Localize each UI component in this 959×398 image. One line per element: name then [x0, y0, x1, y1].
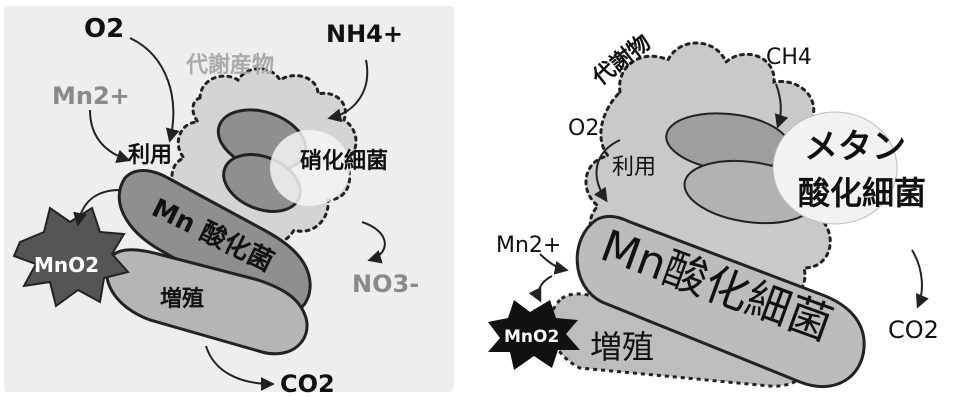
right-arrow-ch4: [774, 83, 789, 129]
right-arrow-mn2: [539, 253, 569, 275]
left-label-nh4: NH4+: [326, 20, 403, 48]
left-arrow-o2: [129, 37, 180, 143]
right-label-use: 利用: [612, 155, 656, 180]
right-label-co2: CO2: [888, 316, 939, 344]
right-arrow-o2: [593, 139, 621, 203]
right-arrow-mno2: [528, 275, 553, 303]
right-methane-highlight: [772, 111, 898, 225]
left-arrow-mno2: [73, 189, 121, 227]
right-label-o2: O2: [568, 116, 599, 141]
left-arrow-mn2: [89, 109, 131, 164]
right-mno2-burst: [488, 300, 580, 370]
right-label-mn2: Mn2+: [496, 233, 561, 258]
left-mn-oxidizer-cell: [117, 169, 312, 316]
right-panel: 代謝物 CH4 O2 利用 メタン 酸化細菌 Mn2+ Mn酸化細菌 MnO2 …: [488, 30, 939, 389]
left-label-growth: 増殖: [160, 286, 204, 312]
left-label-mno2: MnO2: [34, 253, 99, 277]
left-label-mn2: Mn2+: [52, 82, 130, 110]
left-label-no3: NO3-: [352, 270, 419, 298]
right-label-methane-line2: 酸化細菌: [798, 174, 926, 212]
right-label-mno2: MnO2: [504, 327, 559, 347]
right-arrow-co2: [911, 249, 929, 309]
left-label-nitrifier: 硝化細菌: [300, 148, 388, 174]
left-label-o2: O2: [84, 14, 124, 44]
right-mn-oxidizer-cell: [575, 214, 866, 389]
left-mno2-burst: [12, 206, 130, 308]
right-label-methane-line1: メタン: [804, 127, 906, 167]
left-arrow-co2: [205, 345, 275, 391]
left-growth-cell: [105, 248, 309, 356]
left-nitrifier-highlight: [270, 130, 350, 206]
left-arrow-no3: [361, 221, 386, 264]
left-arrow-nh4: [327, 59, 369, 123]
left-label-use: 利用: [128, 143, 172, 168]
left-label-co2: CO2: [280, 370, 335, 398]
left-panel: O2 Mn2+ 代謝産物 NH4+ 利用 硝化細菌 Mn 酸化菌 MnO2 増殖…: [4, 6, 454, 398]
left-label-metabolite: 代謝産物: [185, 52, 274, 78]
right-label-ch4: CH4: [766, 45, 812, 70]
right-label-growth: 増殖: [590, 328, 654, 366]
